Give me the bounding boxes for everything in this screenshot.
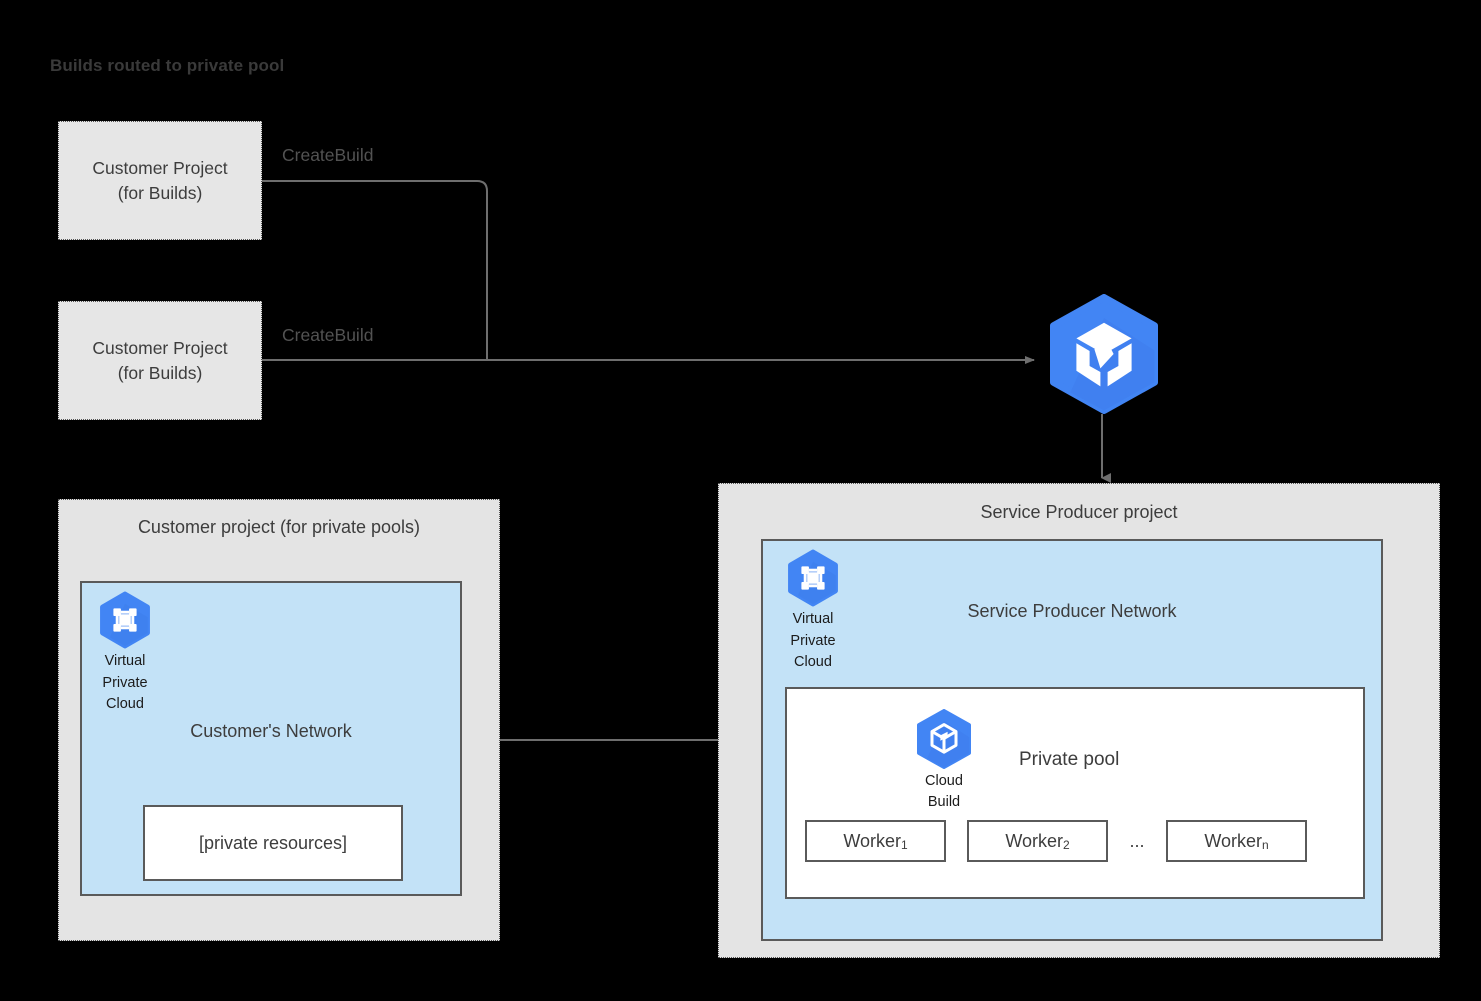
customer-build-project-1[interactable]: Customer Project (for Builds) xyxy=(58,121,262,240)
vpc-caption-customer-line2: Private xyxy=(102,674,148,691)
service-producer-network-label: Service Producer Network xyxy=(967,601,1177,621)
service-producer-project: Service Producer project xyxy=(718,483,1440,958)
cloud-build-caption-line2: Build xyxy=(927,794,961,810)
worker-1-subscript: 1 xyxy=(901,838,908,852)
customer-build-project-1-line2: (for Builds) xyxy=(117,182,203,203)
cloud-build-icon xyxy=(917,709,971,769)
vpc-caption-producer-line3: Cloud xyxy=(794,654,832,670)
vpc-caption-customer-line3: Cloud xyxy=(106,696,144,712)
private-pool-label: Private pool xyxy=(1019,749,1120,770)
service-producer-network-box: Virtual Private Cloud Service Producer N… xyxy=(761,539,1383,941)
service-producer-project-title: Service Producer project xyxy=(980,502,1178,522)
vpc-block-producer: Virtual Private Cloud xyxy=(784,549,842,674)
vpc-caption-producer-line2: Private xyxy=(790,632,836,649)
customer-build-project-1-line1: Customer Project xyxy=(92,157,228,178)
private-resources-label: [private resources] xyxy=(198,832,348,853)
customer-pools-project-title: Customer project (for private pools) xyxy=(137,517,421,537)
customer-build-project-2[interactable]: Customer Project (for Builds) xyxy=(58,301,262,420)
cloud-build-icon xyxy=(1050,294,1158,414)
diagram-title: Builds routed to private pool xyxy=(50,56,285,75)
customer-build-project-2-line2: (for Builds) xyxy=(117,362,203,383)
cloud-build-caption-line1: Cloud xyxy=(925,773,963,789)
vpc-caption-customer-line1: Virtual xyxy=(104,653,146,669)
cloud-build-block: Cloud Build xyxy=(913,709,975,813)
createbuild-label-1: CreateBuild xyxy=(282,145,374,165)
worker-n-subscript: n xyxy=(1262,838,1269,852)
customer-build-project-2-line1: Customer Project xyxy=(92,337,228,358)
vpc-caption-producer-line1: Virtual xyxy=(792,611,834,627)
worker-1-name: Worker xyxy=(843,830,901,851)
worker-2-name: Worker xyxy=(1005,830,1063,851)
workers-ellipsis: ... xyxy=(1129,830,1145,851)
virtual-private-cloud-icon xyxy=(788,549,838,607)
private-resources-box[interactable]: [private resources] xyxy=(143,805,403,881)
customers-network-label: Customer's Network xyxy=(190,721,352,741)
customers-network-box: Virtual Private Cloud Customer's Network… xyxy=(80,581,462,896)
worker-2-subscript: 2 xyxy=(1063,838,1070,852)
customer-pools-project: Customer project (for private pools) xyxy=(58,499,500,941)
vpc-caption-customer: Virtual Private Cloud xyxy=(102,651,147,716)
vpc-block-customer: Virtual Private Cloud xyxy=(96,591,154,716)
cloud-build-caption: Cloud Build xyxy=(925,771,963,813)
vpc-caption-producer: Virtual Private Cloud xyxy=(790,609,835,674)
worker-n-name: Worker xyxy=(1204,830,1262,851)
createbuild-label-2: CreateBuild xyxy=(282,325,374,345)
virtual-private-cloud-icon xyxy=(100,591,150,649)
